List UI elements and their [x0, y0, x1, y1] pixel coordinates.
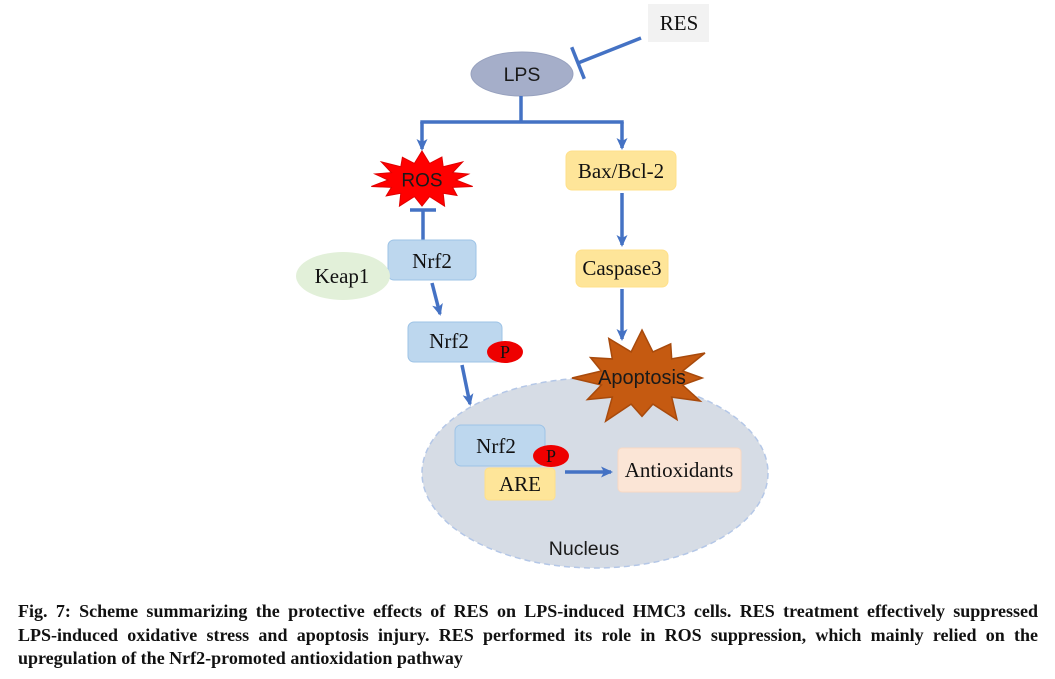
phospho-nrf2-label: Nrf2 — [429, 329, 469, 353]
ros-starburst — [371, 150, 473, 208]
arrow-phospho-nrf2-to-nucleus — [460, 364, 474, 406]
nrf2-label: Nrf2 — [412, 249, 452, 273]
caspase3-box — [575, 249, 669, 288]
phospho-nrf2-node: Nrf2 P — [407, 321, 523, 363]
apoptosis-starburst — [571, 328, 706, 423]
lps-node: LPS — [470, 51, 574, 97]
res-box — [648, 4, 709, 42]
nuclear-nrf2-label: Nrf2 — [476, 434, 516, 458]
bax-bcl2-box — [565, 150, 677, 191]
keap1-ellipse — [296, 252, 390, 300]
apoptosis-node: Apoptosis — [571, 328, 706, 423]
ros-node: ROS — [371, 150, 473, 208]
antioxidants-label: Antioxidants — [625, 458, 734, 482]
nuclear-phospho-tag: P — [533, 445, 569, 467]
nucleus-label: Nucleus — [549, 538, 620, 560]
keap1-label: Keap1 — [315, 264, 370, 288]
nuclear-nrf2-box — [454, 424, 546, 467]
scheme-diagram: Nucleus RES LPS ROS Bax/Bcl-2 Caspase3 — [296, 4, 769, 569]
bax-bcl2-label: Bax/Bcl-2 — [578, 159, 664, 183]
arrow-nrf2-to-phospho-nrf2 — [430, 282, 443, 316]
inhibition-bar — [570, 46, 586, 80]
antioxidants-box — [617, 447, 742, 493]
nrf2-box — [387, 239, 477, 281]
figure-caption: Fig. 7: Scheme summarizing the protectiv… — [18, 600, 1038, 671]
nuclear-phospho-tag-ellipse — [533, 445, 569, 467]
nrf2-inhibits-ros — [410, 208, 436, 240]
phospho-tag-label: P — [500, 342, 510, 362]
lps-label: LPS — [504, 64, 541, 86]
nrf2-node: Nrf2 — [387, 239, 477, 281]
nuclear-phospho-tag-label: P — [546, 446, 556, 466]
phospho-tag-ellipse — [487, 341, 523, 363]
res-label: RES — [660, 11, 699, 35]
caspase3-node: Caspase3 — [575, 249, 669, 288]
apoptosis-label: Apoptosis — [598, 367, 686, 389]
caption-line: upregulation of the Nrf2-promoted antiox… — [18, 648, 463, 668]
antioxidants-node: Antioxidants — [617, 447, 742, 493]
are-box — [484, 467, 556, 501]
inhibition-line — [577, 36, 642, 65]
ros-label: ROS — [401, 171, 442, 192]
bax-bcl2-node: Bax/Bcl-2 — [565, 150, 677, 191]
are-node: ARE — [484, 467, 556, 501]
res-inhibits-lps — [570, 36, 642, 80]
nuclear-nrf2-node: Nrf2 — [454, 424, 546, 467]
caption-line: Fig. 7: Scheme summarizing the protectiv… — [18, 601, 1038, 621]
keap1-node: Keap1 — [296, 252, 390, 300]
res-node: RES — [648, 4, 709, 42]
caption-line: LPS-induced oxidative stress and apoptos… — [18, 624, 1038, 645]
are-label: ARE — [499, 472, 541, 496]
lps-branch-arrows — [416, 96, 628, 151]
caspase3-label: Caspase3 — [582, 256, 661, 280]
